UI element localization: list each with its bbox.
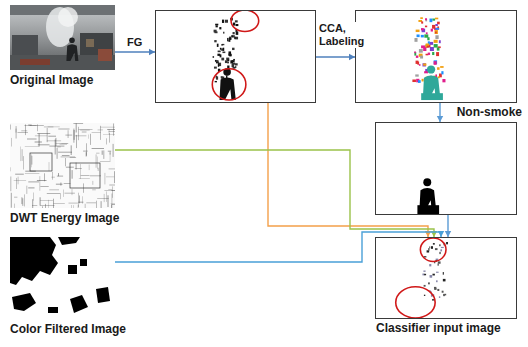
edge-label: CCA, Labeling — [318, 22, 358, 48]
connector-group — [115, 49, 155, 55]
image-panel: Original Image — [10, 5, 115, 70]
image-illustration — [376, 238, 516, 318]
connector-group — [445, 215, 451, 237]
image-caption: Color Filtered Image — [10, 322, 126, 336]
image-caption: Original Image — [10, 73, 93, 87]
connector — [268, 103, 428, 237]
connector-group — [316, 54, 355, 60]
image-illustration — [10, 237, 115, 319]
image-caption: Non-smoke — [457, 105, 522, 119]
image-panel: Color Filtered Image — [10, 237, 115, 319]
image-panel: DWT Energy Image — [10, 123, 115, 208]
image-illustration — [356, 11, 516, 102]
image-panel — [155, 10, 316, 103]
image-panel — [355, 10, 517, 103]
connector-group — [437, 103, 443, 122]
connector-group — [115, 231, 444, 262]
connector — [115, 150, 434, 237]
image-panel: Non-smoke — [375, 122, 517, 215]
image-caption: Classifier input image — [376, 321, 501, 335]
edge-label: FG — [126, 36, 143, 49]
image-illustration — [10, 5, 115, 70]
image-illustration — [376, 123, 516, 214]
image-panel: Classifier input image — [375, 237, 517, 319]
image-illustration — [156, 11, 315, 102]
image-caption: DWT Energy Image — [10, 211, 119, 225]
connector-group — [115, 150, 437, 237]
image-illustration — [10, 123, 115, 208]
